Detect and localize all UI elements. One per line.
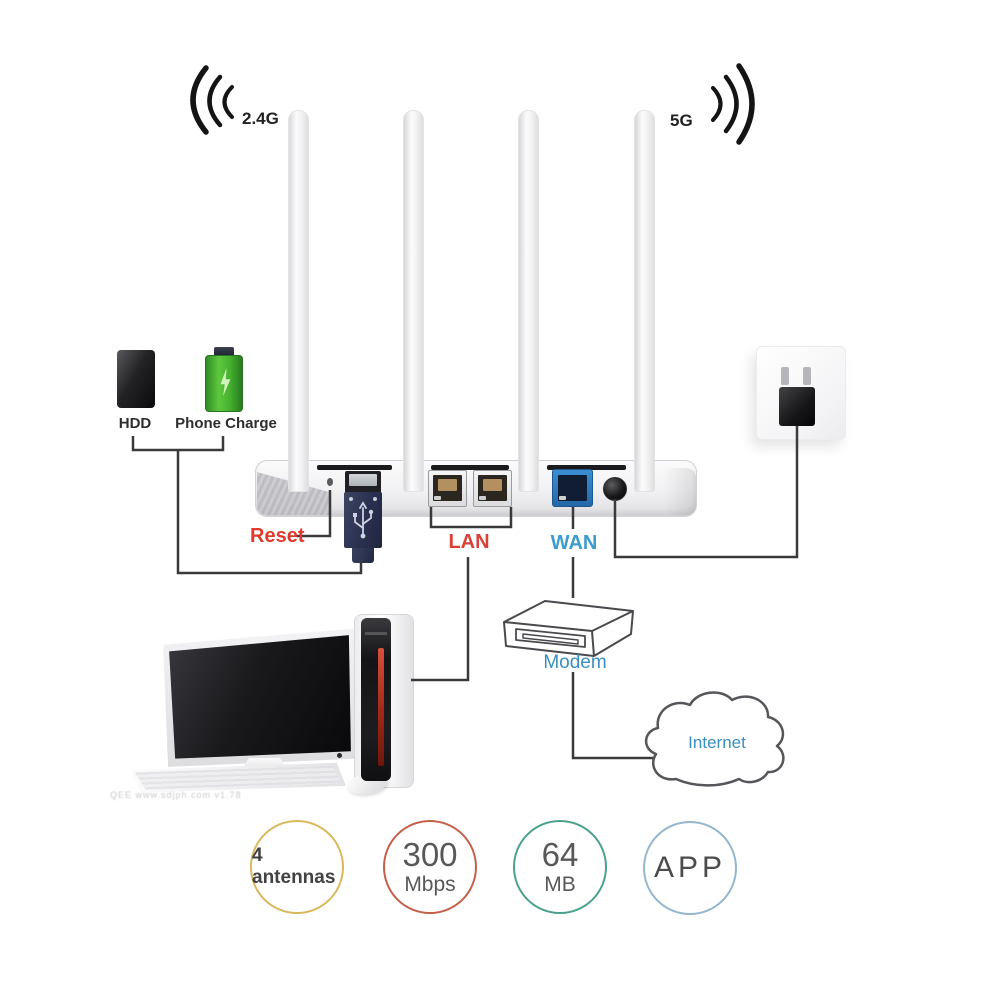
- watermark: QEE www.sdjph.com v1.78: [110, 790, 242, 800]
- feature-circle-antennas: 4 antennas: [250, 820, 344, 914]
- usb-port-connector: [349, 474, 377, 486]
- lightning-bolt-icon: [220, 368, 231, 396]
- phone-charge-label: Phone Charge: [175, 415, 277, 432]
- monitor-power-led: [337, 753, 342, 758]
- wan-port-mark: [559, 496, 566, 500]
- wifi-signal-icon-2-4g: [190, 65, 234, 135]
- feature-circle-app: APP: [643, 821, 737, 915]
- wan-label: WAN: [550, 532, 598, 554]
- lan-port-2-notch: [488, 491, 497, 496]
- pc-tower-front-panel: [361, 618, 391, 781]
- lan-port-1-mark: [434, 496, 441, 500]
- vent-slot-2: [431, 465, 509, 470]
- feature-antennas-label: 4 antennas: [252, 845, 336, 888]
- usb-devices-bracket-line: [131, 436, 225, 452]
- vent-slot-3: [547, 465, 626, 470]
- monitor-screen: [169, 635, 351, 759]
- usb-plug-stub: [352, 548, 374, 563]
- feature-memory-unit: MB: [544, 872, 576, 896]
- lan-port-1-contacts: [438, 479, 457, 491]
- power-adapter: [779, 387, 815, 426]
- antenna-2: [403, 110, 424, 492]
- reset-button[interactable]: [327, 478, 333, 486]
- usb-plug-screw: [373, 497, 377, 501]
- internet-label: Internet: [688, 733, 746, 752]
- modem-to-internet-line: [571, 672, 656, 760]
- lan-port-2-mark: [479, 496, 486, 500]
- feature-circle-speed: 300 Mbps: [383, 820, 477, 914]
- hdd-icon: [117, 350, 155, 408]
- vent-slot-1: [317, 465, 392, 470]
- power-jack[interactable]: [603, 477, 627, 501]
- wifi-signal-icon-5g: [711, 63, 755, 145]
- battery-cap: [214, 347, 234, 357]
- pc-tower-drive-slot: [365, 632, 387, 635]
- lan-to-computer-line: [411, 557, 470, 682]
- modem-icon: [503, 600, 634, 657]
- antenna-3: [518, 110, 539, 492]
- lan-port-2-contacts: [483, 479, 502, 491]
- keyboard: [126, 760, 348, 794]
- pc-tower-red-accent: [378, 648, 384, 766]
- feature-speed-unit: Mbps: [404, 872, 456, 896]
- outlet-slot-right: [803, 367, 811, 385]
- reset-label: Reset: [250, 525, 305, 547]
- antenna-4: [634, 110, 655, 492]
- outlet-slot-left: [781, 367, 789, 385]
- usb-plug-screw: [349, 497, 353, 501]
- hdd-label: HDD: [118, 415, 152, 432]
- lan-port-1-notch: [443, 491, 452, 496]
- antenna-1: [288, 110, 309, 492]
- feature-speed-value: 300: [402, 836, 458, 874]
- lan-label: LAN: [448, 531, 490, 553]
- computer-monitor: [158, 624, 360, 772]
- band-2-4g-label: 2.4G: [242, 109, 279, 128]
- feature-memory-value: 64: [541, 836, 579, 874]
- band-5g-label: 5G: [670, 111, 693, 130]
- feature-app-label: APP: [653, 851, 727, 884]
- modem-label: Modem: [543, 652, 607, 673]
- feature-circle-memory: 64 MB: [513, 820, 607, 914]
- router-end-cap: [664, 468, 696, 515]
